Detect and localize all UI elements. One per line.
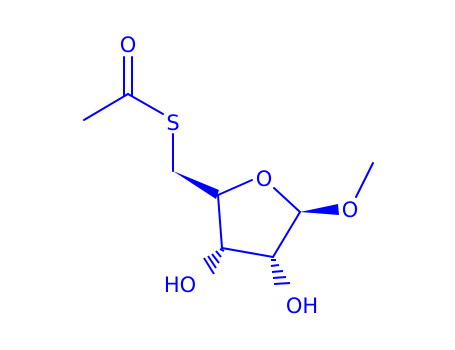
atom-ring-oxygen: O — [256, 167, 273, 191]
atom-methoxy-oxygen: O — [342, 198, 359, 222]
bond-c4-ring-oxygen — [217, 179, 253, 196]
atom-carbonyl-oxygen: O — [120, 33, 137, 57]
atom-sulfur: S — [166, 111, 179, 135]
hashed-bond-c3-hydroxyl — [203, 248, 225, 275]
bond-methoxy-methyl — [355, 162, 374, 198]
bond-c2-c3 — [221, 247, 274, 258]
wedge-methylene-c4 — [173, 171, 219, 199]
bond-c3-c4 — [217, 194, 223, 249]
bond-methyl-carbonyl — [83, 93, 129, 121]
bond-c1-c2 — [272, 211, 301, 258]
wedge-c1-methoxy-oxygen — [300, 204, 339, 215]
atom-hydroxyl-2: OH — [286, 294, 318, 318]
bond-ring-oxygen-c1 — [273, 187, 301, 213]
atom-hydroxyl-3: HO — [164, 273, 196, 297]
bond-carbonyl-sulfur — [127, 93, 164, 115]
hashed-bond-c2-hydroxyl — [270, 259, 291, 285]
